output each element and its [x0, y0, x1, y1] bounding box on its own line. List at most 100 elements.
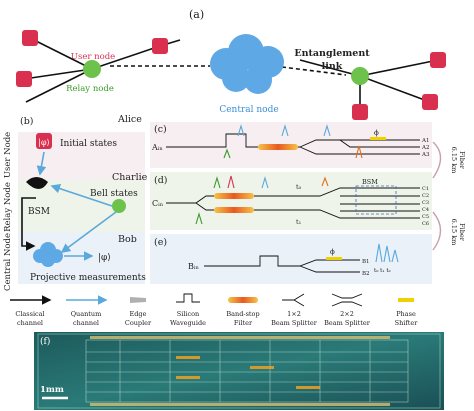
panel-d-t1: t₁ [296, 218, 302, 226]
legend-1-l2: channel [73, 319, 99, 327]
spectrum-peak-e3 [391, 249, 399, 263]
quantum-arrow-bell-bsm [50, 183, 113, 207]
legend-6-l2: Beam Splitter [324, 319, 371, 327]
bsm-text: BSM [28, 207, 50, 217]
output-state: |φ⟩ [98, 253, 111, 263]
panel-e-time-labels: t₀ t₁ t₂ [374, 268, 391, 274]
fiber-top-word: Fiber [458, 151, 466, 170]
quantum-arrow-alice [36, 151, 47, 176]
fiber-bottom-length: 6.15 km [450, 219, 458, 246]
entanglement-label-2: link [322, 61, 343, 72]
panel-c-out-3: A3 [421, 152, 430, 158]
relay-node-label: Relay node [66, 84, 114, 94]
panel-c-out-2: A2 [421, 145, 429, 151]
band-stop-filter-d1 [214, 193, 254, 199]
side-label-user: User Node [3, 132, 13, 178]
legend-edge-coupler-icon [130, 297, 146, 303]
legend-7-l2: Shifter [395, 319, 419, 327]
legend-0-l1: Classical [15, 310, 44, 318]
phase-shifter [370, 137, 386, 140]
bsm-box [355, 185, 397, 215]
quantum-arrow-bell-bob [60, 211, 117, 253]
band-stop-filter [258, 144, 298, 150]
spectrum-peak-orange [355, 145, 363, 159]
panel-e-waveguides [204, 255, 360, 273]
spectrum-peak-blue-3 [323, 124, 331, 137]
panel-c-input: Aᵢₙ [151, 143, 163, 152]
projective-text: Projective measurements [30, 273, 146, 283]
panel-f-label: (f) [40, 336, 50, 347]
panel-c-label: (c) [154, 124, 167, 135]
phase-shifter-e [326, 257, 342, 260]
legend-1x2-icon [282, 293, 305, 307]
user-node-label: User node [71, 52, 115, 62]
panel-d-out-2: C2 [422, 193, 429, 199]
legend-2-l1: Edge [130, 310, 147, 318]
side-label-relay: Relay Node [3, 182, 13, 232]
legend-band-stop-icon [228, 297, 258, 303]
legend-7-l1: Phase [396, 310, 416, 318]
band-stop-filter-d2 [214, 207, 254, 213]
alice-label: Alice [117, 114, 142, 125]
spectrum-peak-e1 [375, 243, 383, 263]
spectrum-peak-e2 [383, 245, 391, 263]
bsm-icon [26, 177, 48, 189]
panel-d-bg [150, 172, 432, 230]
panel-d-out-5: C5 [422, 214, 429, 220]
spectrum-peak-blue [237, 124, 245, 137]
panel-b: (b) Alice Charlie Bob User Node Relay No… [3, 114, 148, 291]
legend-5-l1: 1×2 [287, 310, 301, 318]
initial-state-icon [36, 133, 52, 149]
spectrum-peak-red-d [227, 175, 235, 189]
panel-d-label: (d) [154, 175, 168, 186]
legend-6-l1: 2×2 [340, 310, 354, 318]
dashed-link-right [281, 66, 347, 76]
charlie-label: Charlie [112, 172, 148, 183]
fiber-bottom-word: Fiber [458, 223, 466, 242]
panel-f: (f) 1mm [34, 332, 444, 410]
panel-d-bsm: BSM [362, 178, 378, 186]
spectrum-peak-blue-d [261, 176, 269, 189]
side-label-central: Central Node [3, 233, 13, 291]
panel-d: (d) Cᵢₙ BSM t₀ t₁ C1 C2 C3 C4 C5 C6 [150, 172, 432, 230]
fiber-links: 6.15 km Fiber 6.15 km Fiber [432, 141, 466, 251]
legend: Classical channel Quantum channel Edge C… [10, 293, 419, 327]
panel-b-label: (b) [20, 116, 34, 127]
central-node-label: Central node [219, 105, 278, 115]
initial-state-symbol: |φ⟩ [38, 138, 49, 147]
panel-d-t0: t₀ [296, 183, 302, 191]
chip-photo [34, 332, 444, 410]
panel-e-out-2: B2 [362, 271, 370, 277]
fiber-top-length: 6.15 km [450, 147, 458, 174]
legend-3-l2: Waveguide [170, 319, 206, 327]
panel-d-out-1: C1 [422, 186, 429, 192]
relay-node-icon-right [351, 67, 369, 85]
panel-c-phase: ϕ [374, 129, 379, 137]
panel-a: (a) [16, 8, 446, 120]
panel-c-out-1: A1 [421, 138, 429, 144]
legend-2x2-icon [331, 293, 363, 307]
legend-1-l1: Quantum [71, 310, 102, 318]
bell-state-icon [112, 199, 126, 213]
panel-d-out-3: C3 [422, 200, 429, 206]
legend-3-l1: Silicon [177, 310, 199, 318]
legend-4-l1: Band-stop [226, 310, 259, 318]
panel-c: (c) Aᵢₙ ϕ A1 A2 A3 [150, 122, 432, 168]
panel-e: (e) Bᵢₙ ϕ B1 B2 t₀ t₁ t₂ [150, 234, 432, 284]
spectrum-peak-green-d2 [195, 212, 203, 225]
legend-2-l2: Coupler [125, 319, 152, 327]
panel-a-label: (a) [189, 8, 204, 21]
chip-filters [176, 356, 320, 389]
entanglement-label-1: Entanglement [294, 48, 370, 59]
panel-d-waveguides [166, 187, 420, 219]
classical-arrow [21, 197, 36, 251]
central-node-cloud [210, 34, 284, 94]
panel-e-phase: ϕ [330, 248, 335, 256]
legend-waveguide-icon [176, 293, 200, 303]
spectrum-peak-blue-2 [281, 124, 289, 137]
panel-e-input: Bᵢₙ [188, 262, 199, 271]
bob-label: Bob [118, 234, 137, 245]
legend-4-l2: Filter [234, 319, 253, 327]
legend-phase-shifter-icon [398, 298, 414, 302]
panel-e-out-1: B1 [362, 259, 370, 265]
